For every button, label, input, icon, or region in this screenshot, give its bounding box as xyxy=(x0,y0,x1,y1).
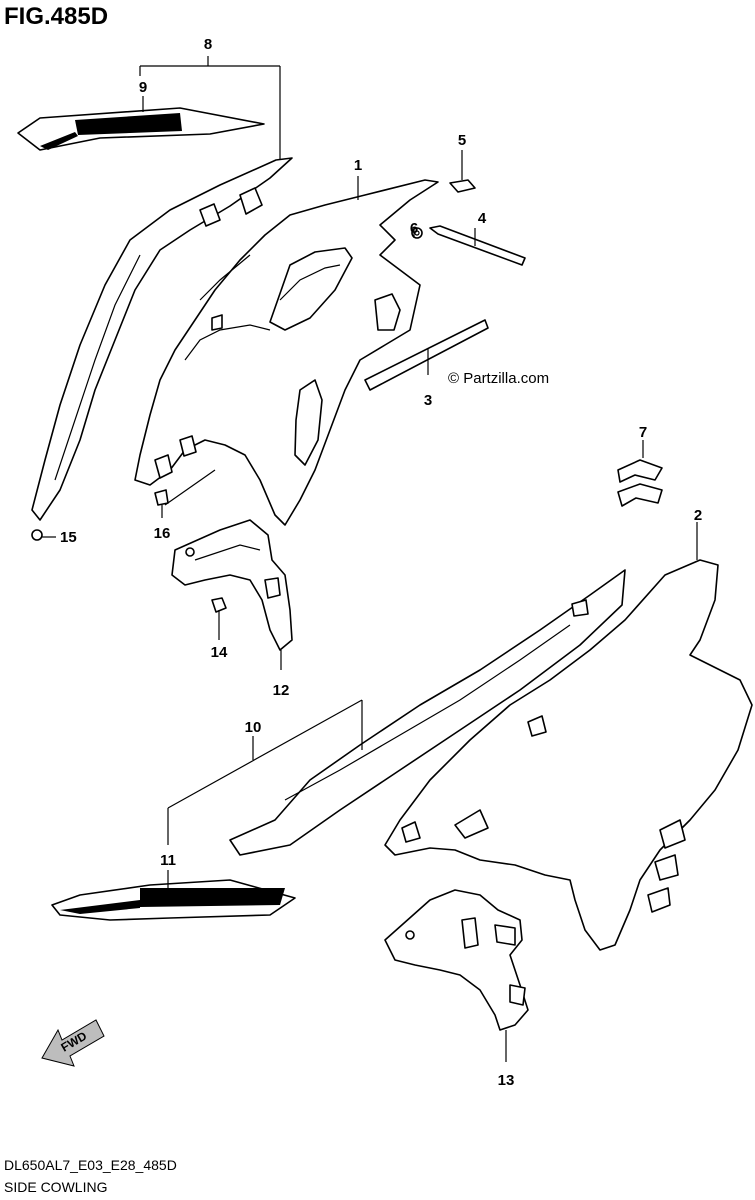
callout-8: 8 xyxy=(204,36,212,53)
callout-9: 9 xyxy=(139,79,147,96)
callout-15: 15 xyxy=(60,529,77,546)
callout-4: 4 xyxy=(478,210,487,227)
bracket-lower[interactable] xyxy=(384,889,529,1031)
model-code: DL650AL7_E03_E28_485D xyxy=(4,1157,177,1173)
leader-lines xyxy=(42,56,698,1062)
pad-part-5[interactable] xyxy=(449,179,476,193)
screw-part-14[interactable] xyxy=(211,597,227,613)
emblem-part-7[interactable] xyxy=(617,459,663,507)
svg-text:© Partzilla.com: © Partzilla.com xyxy=(448,370,549,387)
callout-16: 16 xyxy=(154,525,171,542)
callout-12: 12 xyxy=(273,682,290,699)
spacer-part-4[interactable] xyxy=(429,225,526,266)
decal-upper[interactable] xyxy=(17,107,265,151)
callout-6: 6 xyxy=(410,220,418,237)
decal-lower[interactable] xyxy=(51,879,296,921)
callout-13: 13 xyxy=(498,1072,515,1089)
callout-14: 14 xyxy=(211,644,228,661)
side-cowling-lower[interactable] xyxy=(229,559,753,951)
callout-5: 5 xyxy=(458,132,466,149)
spacer-part-3[interactable] xyxy=(364,319,489,391)
callout-10: 10 xyxy=(245,719,262,736)
callout-3: 3 xyxy=(424,392,432,409)
side-trim-panel[interactable] xyxy=(31,157,293,521)
figure-title: FIG.485D xyxy=(4,3,108,30)
callout-2: 2 xyxy=(694,507,702,524)
side-cowling-main[interactable] xyxy=(134,179,439,526)
clip-part-16[interactable] xyxy=(154,489,169,506)
copyright-notice: © Partzilla.com xyxy=(448,370,549,387)
fwd-arrow-icon: FWD xyxy=(41,1019,105,1067)
callout-1: 1 xyxy=(354,157,362,174)
callout-labels: 8 9 1 5 4 6 3 7 2 10 11 12 13 14 15 16 xyxy=(60,36,702,1089)
bracket-upper[interactable] xyxy=(171,519,293,651)
screw-part-15[interactable] xyxy=(31,529,43,541)
callout-7: 7 xyxy=(639,424,647,441)
section-name: SIDE COWLING xyxy=(4,1179,107,1195)
callout-11: 11 xyxy=(160,852,176,869)
